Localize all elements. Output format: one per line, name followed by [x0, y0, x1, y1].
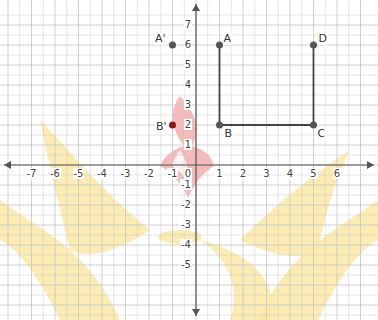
- grid-line: [325, 0, 326, 320]
- axis-number: -5: [73, 168, 85, 179]
- axis-number: -4: [96, 168, 108, 179]
- axis-number: -7: [26, 168, 38, 179]
- axis-number: 4: [286, 168, 294, 179]
- grid-line: [0, 165, 378, 166]
- point-label: A': [154, 33, 167, 45]
- axis-number: 2: [239, 168, 247, 179]
- grid-line: [0, 75, 378, 76]
- grid-line: [90, 0, 91, 320]
- grid-line: [160, 0, 161, 320]
- grid-line: [278, 0, 279, 320]
- axis-number: 6: [184, 39, 192, 50]
- axis-number: 2: [184, 119, 192, 130]
- axis-number: -5: [180, 259, 192, 270]
- grid-line: [207, 0, 208, 320]
- axis-arrowhead: [4, 161, 11, 169]
- grid-line: [360, 0, 361, 320]
- point-label: C: [317, 128, 327, 140]
- grid-line: [0, 275, 378, 276]
- grid-line: [348, 0, 349, 320]
- watermark-logo: [0, 96, 378, 320]
- point-label: B: [224, 128, 234, 140]
- axis-number: 1: [184, 139, 192, 150]
- axis-number: -3: [180, 219, 192, 230]
- axis-number: 7: [184, 19, 192, 30]
- grid-line: [125, 0, 126, 320]
- grid-line: [0, 95, 378, 96]
- axis-number: -4: [180, 239, 192, 250]
- grid-line: [19, 0, 20, 320]
- axis-number: 6: [333, 168, 341, 179]
- grid-line: [0, 235, 378, 236]
- axis-number: 5: [309, 168, 317, 179]
- grid-line: [0, 215, 378, 216]
- grid-line: [43, 0, 44, 320]
- grid-line: [0, 155, 378, 156]
- grid-line: [0, 305, 378, 306]
- axis-arrowhead: [367, 161, 374, 169]
- grid-line: [0, 295, 378, 296]
- grid-line: [137, 0, 138, 320]
- grid-line: [8, 0, 9, 320]
- segment-path: [220, 45, 314, 125]
- grid-line: [0, 255, 378, 256]
- axis-number: 3: [184, 99, 192, 110]
- grid-line: [231, 0, 232, 320]
- axis-number: -1: [167, 168, 179, 179]
- axis-arrowhead: [192, 4, 200, 11]
- axis-number: -6: [49, 168, 61, 179]
- axis-number: -2: [180, 199, 192, 210]
- axis-number: 3: [262, 168, 270, 179]
- grid-line: [0, 15, 378, 16]
- axis-number: 1: [215, 168, 223, 179]
- point-label: D: [318, 33, 328, 45]
- grid-line: [149, 0, 150, 320]
- grid-line: [55, 0, 56, 320]
- axis-arrowhead: [192, 309, 200, 316]
- grid-line: [243, 0, 244, 320]
- point-label: A: [223, 33, 233, 45]
- grid-line: [0, 115, 378, 116]
- grid-line: [113, 0, 114, 320]
- point-dot: [169, 42, 176, 49]
- x-axis: [4, 164, 374, 165]
- grid-line: [66, 0, 67, 320]
- grid-line: [0, 285, 378, 286]
- axis-number: -2: [143, 168, 155, 179]
- grid-line: [0, 195, 378, 196]
- grid-line: [78, 0, 79, 320]
- grid-line: [266, 0, 267, 320]
- grid-line: [290, 0, 291, 320]
- segment-figure: [169, 42, 317, 129]
- point-dot: [310, 42, 317, 49]
- axis-number: 5: [184, 59, 192, 70]
- grid-line: [102, 0, 103, 320]
- grid-line: [0, 315, 378, 316]
- point-label: B': [155, 121, 168, 133]
- grid-line: [0, 55, 378, 56]
- point-dot: [169, 122, 176, 129]
- y-axis: [195, 4, 196, 316]
- point-dot: [216, 122, 223, 129]
- grid-line: [196, 0, 197, 320]
- grid-line: [301, 0, 302, 320]
- axis-number: -3: [120, 168, 132, 179]
- grid-line: [31, 0, 32, 320]
- axes: [4, 4, 374, 316]
- axis-number: 0: [184, 168, 192, 179]
- axis-number: -1: [180, 179, 192, 190]
- grid-line: [254, 0, 255, 320]
- grid-line: [337, 0, 338, 320]
- axis-number: 4: [184, 79, 192, 90]
